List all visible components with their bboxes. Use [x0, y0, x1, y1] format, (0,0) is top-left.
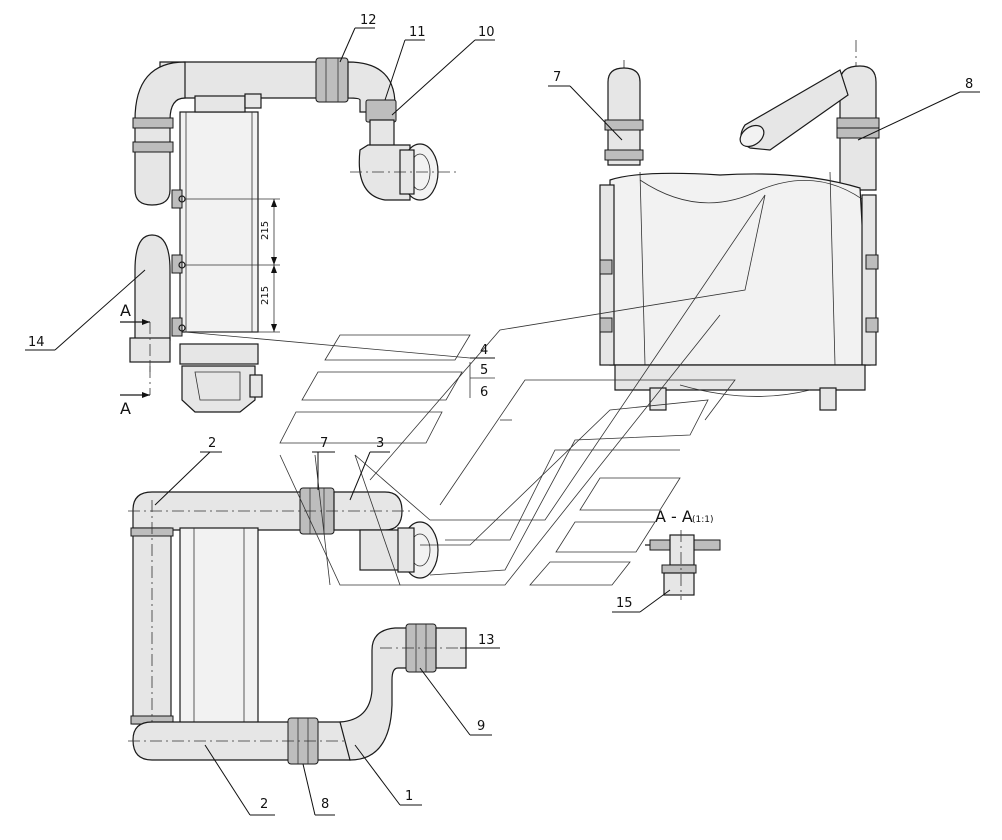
plan-turbo-housing	[359, 529, 401, 571]
clamp-upper-b	[132, 141, 174, 153]
callout-4: 4	[480, 343, 488, 358]
callout-15: 15	[616, 596, 633, 611]
cooler-core	[179, 111, 259, 333]
left-pipe-upper	[134, 119, 171, 206]
bottom-housing	[181, 365, 256, 413]
callout-14: 14	[28, 335, 45, 350]
section-mark-top: A	[120, 301, 131, 320]
callout-11: 11	[409, 25, 426, 40]
top-tab	[244, 93, 262, 109]
callout-6: 6	[480, 385, 488, 400]
callout-5: 5	[480, 363, 488, 378]
callout-8-front: 8	[965, 77, 973, 92]
clamp-upper-a	[132, 117, 174, 129]
callout-9: 9	[477, 719, 485, 734]
front-bottom-tank	[614, 364, 866, 391]
section-title: А - А	[655, 507, 693, 526]
view-front	[599, 40, 880, 411]
section-detail: А - А (1:1)	[645, 507, 721, 600]
callout-12: 12	[360, 13, 377, 28]
callout-3: 3	[376, 436, 384, 451]
right-side-plate	[861, 194, 877, 366]
left-pipe-lower	[134, 234, 171, 341]
section-scale: (1:1)	[692, 515, 714, 525]
bottom-tank	[179, 343, 259, 365]
clamp-12	[315, 57, 349, 103]
dimension-upper: 215	[260, 221, 271, 240]
section-mark-bottom: A	[120, 399, 131, 418]
view-plan	[128, 487, 475, 765]
plan-pipe-end	[333, 491, 403, 531]
callouts: 12 11 10 7 8 4 5 6 14 2 7	[25, 13, 980, 816]
callout-2-top: 2	[208, 436, 216, 451]
left-elbow	[134, 61, 186, 121]
exploded-parts	[184, 194, 766, 586]
dimension-lower: 215	[260, 286, 271, 305]
top-tank	[194, 95, 246, 113]
callout-10: 10	[478, 25, 495, 40]
callout-1: 1	[405, 789, 413, 804]
plan-s-elbow	[339, 627, 411, 761]
callout-7-front: 7	[553, 70, 561, 85]
clamp-11	[365, 99, 397, 123]
drain-plug-body	[669, 534, 695, 566]
plan-core	[179, 527, 259, 725]
callout-2-bottom: 2	[260, 797, 268, 812]
callout-8-plan: 8	[321, 797, 329, 812]
view-side: 215 215 A A	[120, 57, 460, 418]
front-core	[609, 172, 871, 366]
left-side-plate	[599, 184, 615, 366]
callout-13: 13	[478, 633, 495, 648]
left-riser	[607, 67, 641, 166]
callout-7-plan: 7	[320, 436, 328, 451]
